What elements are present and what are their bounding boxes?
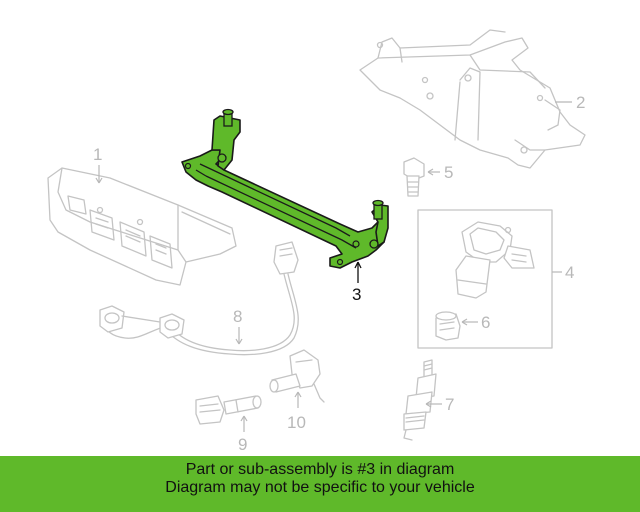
callout-9: 9 [238,435,247,454]
callout-2: 2 [576,93,585,112]
banner-line-2: Diagram may not be specific to your vehi… [165,479,475,496]
parts-diagram: 2 5 1 [47,29,586,454]
callout-3: 3 [352,285,361,304]
part-6-plug-boot [435,311,461,341]
part-2-mounting-bracket [359,29,586,169]
part-1-control-module [47,167,237,286]
banner-line-1: Part or sub-assembly is #3 in diagram [185,461,455,478]
callout-6: 6 [481,313,490,332]
part-4-ignition-coil [455,221,535,299]
part-9-sensor-connector [195,395,262,425]
callout-5: 5 [444,163,453,182]
callout-10: 10 [287,413,306,432]
callout-7: 7 [445,395,454,414]
part-4-group-box [417,209,553,349]
part-10-sensor [269,349,325,403]
info-banner: Part or sub-assembly is #3 in diagram Di… [0,456,640,512]
callout-1: 1 [93,145,102,164]
part-7-spark-plug [403,359,437,441]
part-8-knock-sensor-harness [99,241,299,356]
callout-8: 8 [233,307,242,326]
part-3-bracket-highlighted [181,108,389,269]
callout-4: 4 [565,263,574,282]
part-5-bolt [403,157,425,197]
